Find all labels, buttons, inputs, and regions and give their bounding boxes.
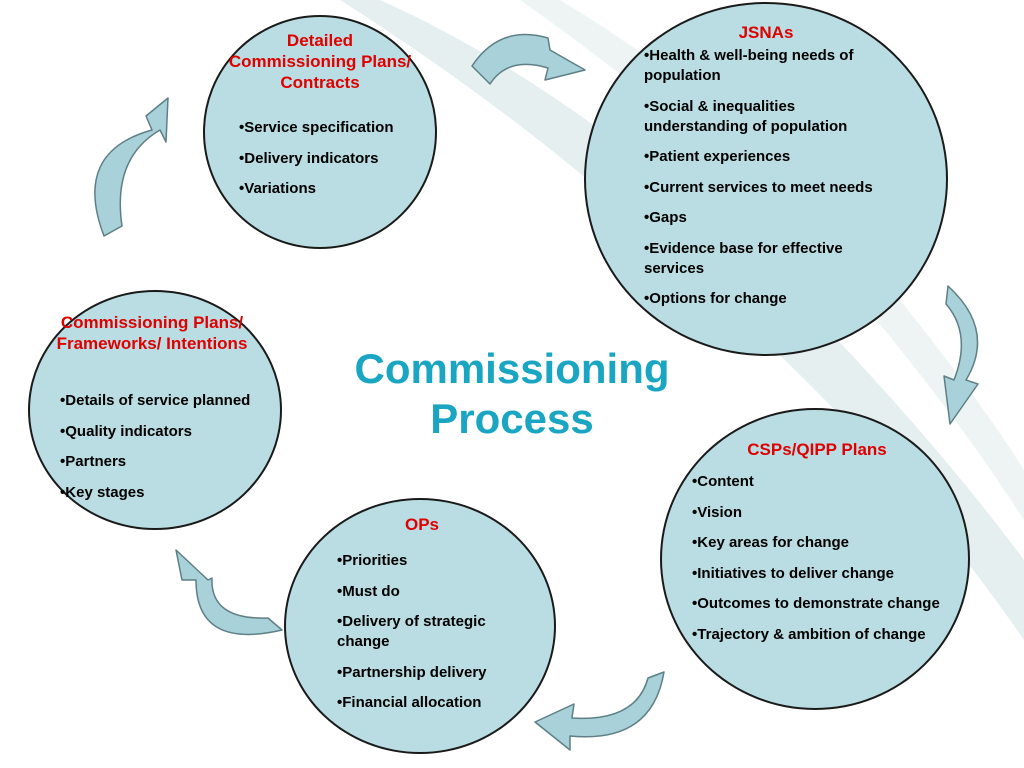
arrow-ops-to-frameworks bbox=[175, 549, 283, 636]
list-item: Gaps bbox=[644, 208, 894, 228]
list-item: Priorities bbox=[337, 551, 537, 571]
node-item-list: Service specification Delivery indicator… bbox=[239, 118, 429, 210]
list-item: Initiatives to deliver change bbox=[692, 564, 972, 584]
node-item-list: Priorities Must do Delivery of strategic… bbox=[337, 551, 537, 724]
node-title: CSPs/QIPP Plans bbox=[747, 440, 887, 459]
list-item: Partnership delivery bbox=[337, 663, 537, 683]
list-item: Delivery of strategic change bbox=[337, 612, 537, 652]
list-item: Current services to meet needs bbox=[644, 178, 894, 198]
node-title: JSNAs bbox=[738, 23, 794, 42]
list-item: Social & inequalities understanding of p… bbox=[644, 97, 894, 137]
list-item: Trajectory & ambition of change bbox=[692, 625, 972, 645]
list-item: Key stages bbox=[60, 483, 290, 503]
page-title: Commissioning Process bbox=[354, 345, 670, 442]
arrow-frameworks-to-detailed bbox=[94, 97, 169, 237]
list-item: Health & well-being needs of population bbox=[644, 46, 894, 86]
node-frameworks: Commissioning Plans/ Frameworks/ Intenti… bbox=[28, 290, 282, 530]
list-item: Delivery indicators bbox=[239, 149, 429, 169]
node-item-list: Content Vision Key areas for change Init… bbox=[692, 472, 972, 655]
arrow-jsnas-to-csps bbox=[943, 285, 979, 425]
list-item: Service specification bbox=[239, 118, 429, 138]
list-item: Content bbox=[692, 472, 972, 492]
arrow-csps-to-ops bbox=[534, 671, 665, 751]
arrow-detailed-to-jsnas bbox=[471, 33, 586, 85]
node-title: Commissioning Plans/ Frameworks/ Intenti… bbox=[56, 313, 248, 353]
list-item: Details of service planned bbox=[60, 391, 290, 411]
list-item: Variations bbox=[239, 179, 429, 199]
node-title: OPs bbox=[404, 515, 440, 534]
node-csps: CSPs/QIPP Plans Content Vision Key areas… bbox=[660, 408, 970, 710]
node-item-list: Health & well-being needs of population … bbox=[644, 46, 894, 320]
node-item-list: Details of service planned Quality indic… bbox=[60, 391, 290, 513]
list-item: Vision bbox=[692, 503, 972, 523]
list-item: Outcomes to demonstrate change bbox=[692, 594, 972, 614]
list-item: Patient experiences bbox=[644, 147, 894, 167]
list-item: Partners bbox=[60, 452, 290, 472]
node-title: Detailed Commissioning Plans/ Contracts bbox=[228, 31, 412, 92]
list-item: Quality indicators bbox=[60, 422, 290, 442]
list-item: Options for change bbox=[644, 289, 894, 309]
list-item: Key areas for change bbox=[692, 533, 972, 553]
list-item: Financial allocation bbox=[337, 693, 537, 713]
list-item: Must do bbox=[337, 582, 537, 602]
node-detailed-plans: Detailed Commissioning Plans/ Contracts … bbox=[203, 15, 437, 249]
node-jsnas: JSNAs Health & well-being needs of popul… bbox=[584, 2, 948, 356]
node-ops: OPs Priorities Must do Delivery of strat… bbox=[284, 498, 556, 754]
list-item: Evidence base for effective services bbox=[644, 239, 894, 279]
